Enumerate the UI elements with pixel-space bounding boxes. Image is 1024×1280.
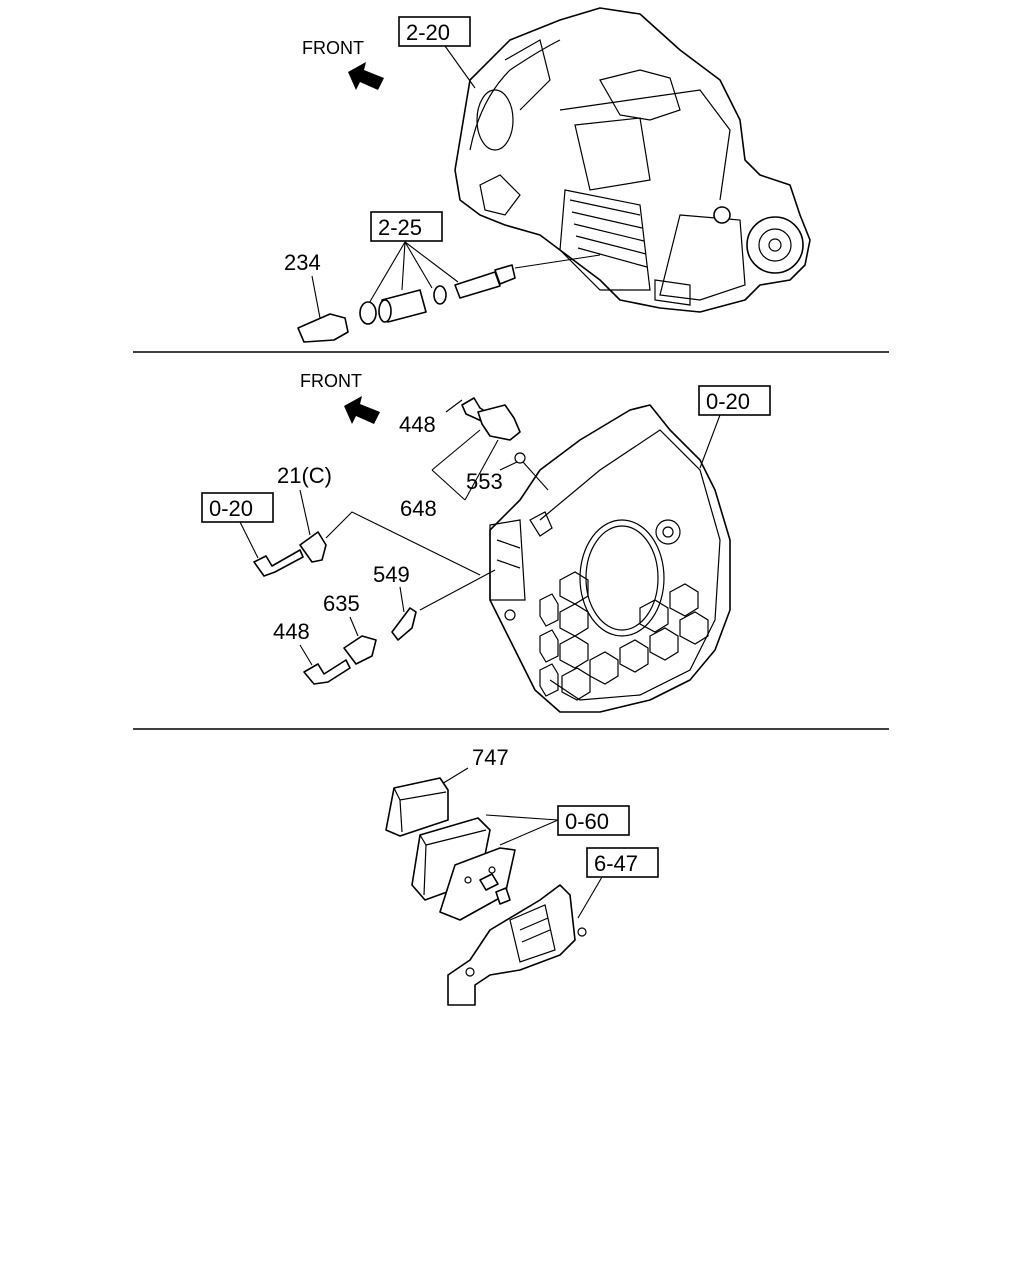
speed-sensor-parts [359,264,516,325]
part-747-cover [385,777,449,837]
section-control-unit: 747 0-60 6-47 [385,745,659,1006]
front-label: FRONT [302,38,364,58]
part-648-sensor [477,404,521,441]
ref-box-0-60 [557,805,630,836]
transmission-assembly [454,7,811,313]
part-label-448: 448 [273,619,310,644]
section-transmission: FRONT 2-20 [284,7,811,343]
ref-label-0-20: 0-20 [706,389,750,414]
ecu-bracket [439,847,516,921]
ref-label-2-25: 2-25 [378,215,422,240]
ref-box-0-20 [698,385,771,416]
part-label-648: 648 [400,496,437,521]
flywheel-housing [489,404,731,713]
mounting-bracket [447,884,576,1006]
ref-box-0-20 [201,492,274,523]
section-flywheel-housing: FRONT [201,371,771,713]
front-arrow-icon [348,62,384,90]
ref-label-0-20: 0-20 [209,496,253,521]
part-label-549: 549 [373,562,410,587]
part-label-21c: 21(C) [277,463,332,488]
ref-label-0-60: 0-60 [565,809,609,834]
ref-box-2-25 [370,211,443,242]
part-label-448: 448 [399,412,436,437]
part-234-sensor [297,313,349,343]
part-label-234: 234 [284,250,321,275]
ref-box-6-47 [586,847,659,878]
part-549-clip [391,607,417,641]
ref-label-6-47: 6-47 [594,851,638,876]
part-label-553: 553 [466,469,503,494]
front-label: FRONT [300,371,362,391]
ref-box-2-20 [398,16,471,47]
part-448-bolt [303,659,351,685]
front-arrow-icon [344,396,380,424]
part-21c-bracket [299,531,327,563]
part-635-sensor [343,635,377,665]
part-label-635: 635 [323,591,360,616]
ref-label-2-20: 2-20 [406,20,450,45]
part-label-747: 747 [472,745,509,770]
part-bolt [253,549,304,577]
